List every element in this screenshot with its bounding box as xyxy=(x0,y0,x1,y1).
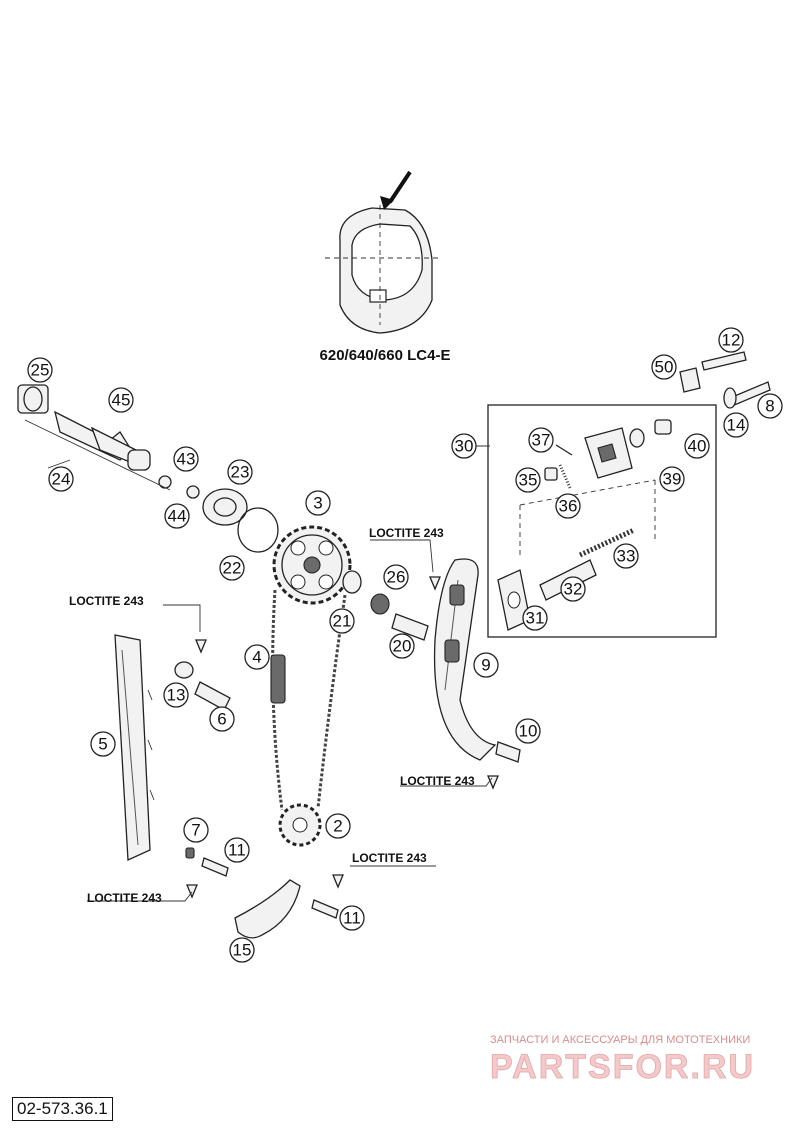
svg-text:13: 13 xyxy=(167,686,186,705)
callout-33[interactable]: 33 xyxy=(613,543,639,569)
callout-30[interactable]: 30 xyxy=(451,433,477,459)
callout-9[interactable]: 9 xyxy=(473,652,499,678)
chain-tensioner-rail xyxy=(433,558,497,761)
callout-50[interactable]: 50 xyxy=(651,354,677,380)
svg-text:33: 33 xyxy=(617,547,636,566)
callout-20[interactable]: 20 xyxy=(389,633,415,659)
svg-text:4: 4 xyxy=(252,648,261,667)
callout-39[interactable]: 39 xyxy=(659,466,685,492)
loctite-label: LOCTITE 243 xyxy=(352,851,427,865)
callout-11[interactable]: 11 xyxy=(224,837,250,863)
tensioner-group xyxy=(487,404,717,638)
callout-13[interactable]: 13 xyxy=(163,682,189,708)
svg-text:21: 21 xyxy=(333,612,352,631)
svg-text:44: 44 xyxy=(168,507,187,526)
callout-26[interactable]: 26 xyxy=(383,564,409,590)
svg-text:6: 6 xyxy=(217,710,226,729)
callout-35[interactable]: 35 xyxy=(515,467,541,493)
callout-22[interactable]: 22 xyxy=(219,555,245,581)
svg-text:2: 2 xyxy=(333,817,342,836)
callout-3[interactable]: 3 xyxy=(305,490,331,516)
svg-text:35: 35 xyxy=(519,471,538,490)
callout-14[interactable]: 14 xyxy=(723,412,749,438)
loctite-label: LOCTITE 243 xyxy=(369,526,444,540)
callout-21[interactable]: 21 xyxy=(329,608,355,634)
callout-2[interactable]: 2 xyxy=(325,813,351,839)
svg-text:50: 50 xyxy=(655,358,674,377)
svg-text:14: 14 xyxy=(727,416,746,435)
watermark-logo: PARTSFOR.RU xyxy=(490,1048,755,1086)
bolts-and-fasteners xyxy=(174,576,521,919)
svg-text:12: 12 xyxy=(722,331,741,350)
camshaft-sprocket xyxy=(272,525,390,615)
callout-12[interactable]: 12 xyxy=(718,327,744,353)
callout-45[interactable]: 45 xyxy=(108,387,134,413)
model-caption: 620/640/660 LC4-E xyxy=(320,347,451,364)
svg-text:9: 9 xyxy=(481,656,490,675)
tensioner-plug-parts xyxy=(679,351,771,409)
svg-text:5: 5 xyxy=(98,735,107,754)
svg-text:45: 45 xyxy=(112,391,131,410)
svg-text:32: 32 xyxy=(564,580,583,599)
svg-text:36: 36 xyxy=(559,497,578,516)
svg-text:37: 37 xyxy=(532,431,551,450)
loctite-label: LOCTITE 243 xyxy=(69,594,144,608)
svg-text:31: 31 xyxy=(526,609,545,628)
svg-text:43: 43 xyxy=(177,450,196,469)
callout-4[interactable]: 4 xyxy=(244,644,270,670)
svg-text:40: 40 xyxy=(688,437,707,456)
callout-24[interactable]: 24 xyxy=(48,466,74,492)
loctite-label: LOCTITE 243 xyxy=(87,891,162,905)
leader-lines xyxy=(87,445,493,902)
callout-32[interactable]: 32 xyxy=(560,576,586,602)
svg-text:3: 3 xyxy=(313,494,322,513)
callout-37[interactable]: 37 xyxy=(528,427,554,453)
svg-text:39: 39 xyxy=(663,470,682,489)
svg-text:7: 7 xyxy=(191,821,200,840)
svg-text:26: 26 xyxy=(387,568,406,587)
svg-text:8: 8 xyxy=(765,397,774,416)
loctite-label: LOCTITE 243 xyxy=(400,774,475,788)
watermark-tagline: ЗАПЧАСТИ И АКСЕССУАРЫ ДЛЯ МОТОТЕХНИКИ xyxy=(490,1034,750,1046)
callout-36[interactable]: 36 xyxy=(555,493,581,519)
camshaft-detail-view xyxy=(325,170,440,334)
callout-23[interactable]: 23 xyxy=(227,459,253,485)
svg-text:11: 11 xyxy=(228,841,246,860)
callout-44[interactable]: 44 xyxy=(164,503,190,529)
svg-text:24: 24 xyxy=(52,470,71,489)
svg-text:15: 15 xyxy=(233,941,252,960)
chain-guide-rail xyxy=(114,634,155,861)
svg-text:11: 11 xyxy=(343,909,361,928)
callout-7[interactable]: 7 xyxy=(183,817,209,843)
callout-40[interactable]: 40 xyxy=(684,433,710,459)
callout-10[interactable]: 10 xyxy=(515,718,541,744)
callout-6[interactable]: 6 xyxy=(209,706,235,732)
callout-11[interactable]: 11 xyxy=(339,905,365,931)
callout-8[interactable]: 8 xyxy=(757,393,783,419)
svg-text:22: 22 xyxy=(223,559,242,578)
callout-43[interactable]: 43 xyxy=(173,446,199,472)
svg-text:30: 30 xyxy=(455,437,474,456)
catalog-number: 02-573.36.1 xyxy=(12,1097,113,1121)
callout-31[interactable]: 31 xyxy=(522,605,548,631)
svg-text:20: 20 xyxy=(393,637,412,656)
svg-text:25: 25 xyxy=(31,361,50,380)
lower-chain-guide xyxy=(234,879,301,939)
callout-15[interactable]: 15 xyxy=(229,937,255,963)
callout-5[interactable]: 5 xyxy=(90,731,116,757)
camshaft-assembly xyxy=(17,384,279,553)
callout-25[interactable]: 25 xyxy=(27,357,53,383)
svg-text:23: 23 xyxy=(231,463,250,482)
svg-text:10: 10 xyxy=(519,722,538,741)
